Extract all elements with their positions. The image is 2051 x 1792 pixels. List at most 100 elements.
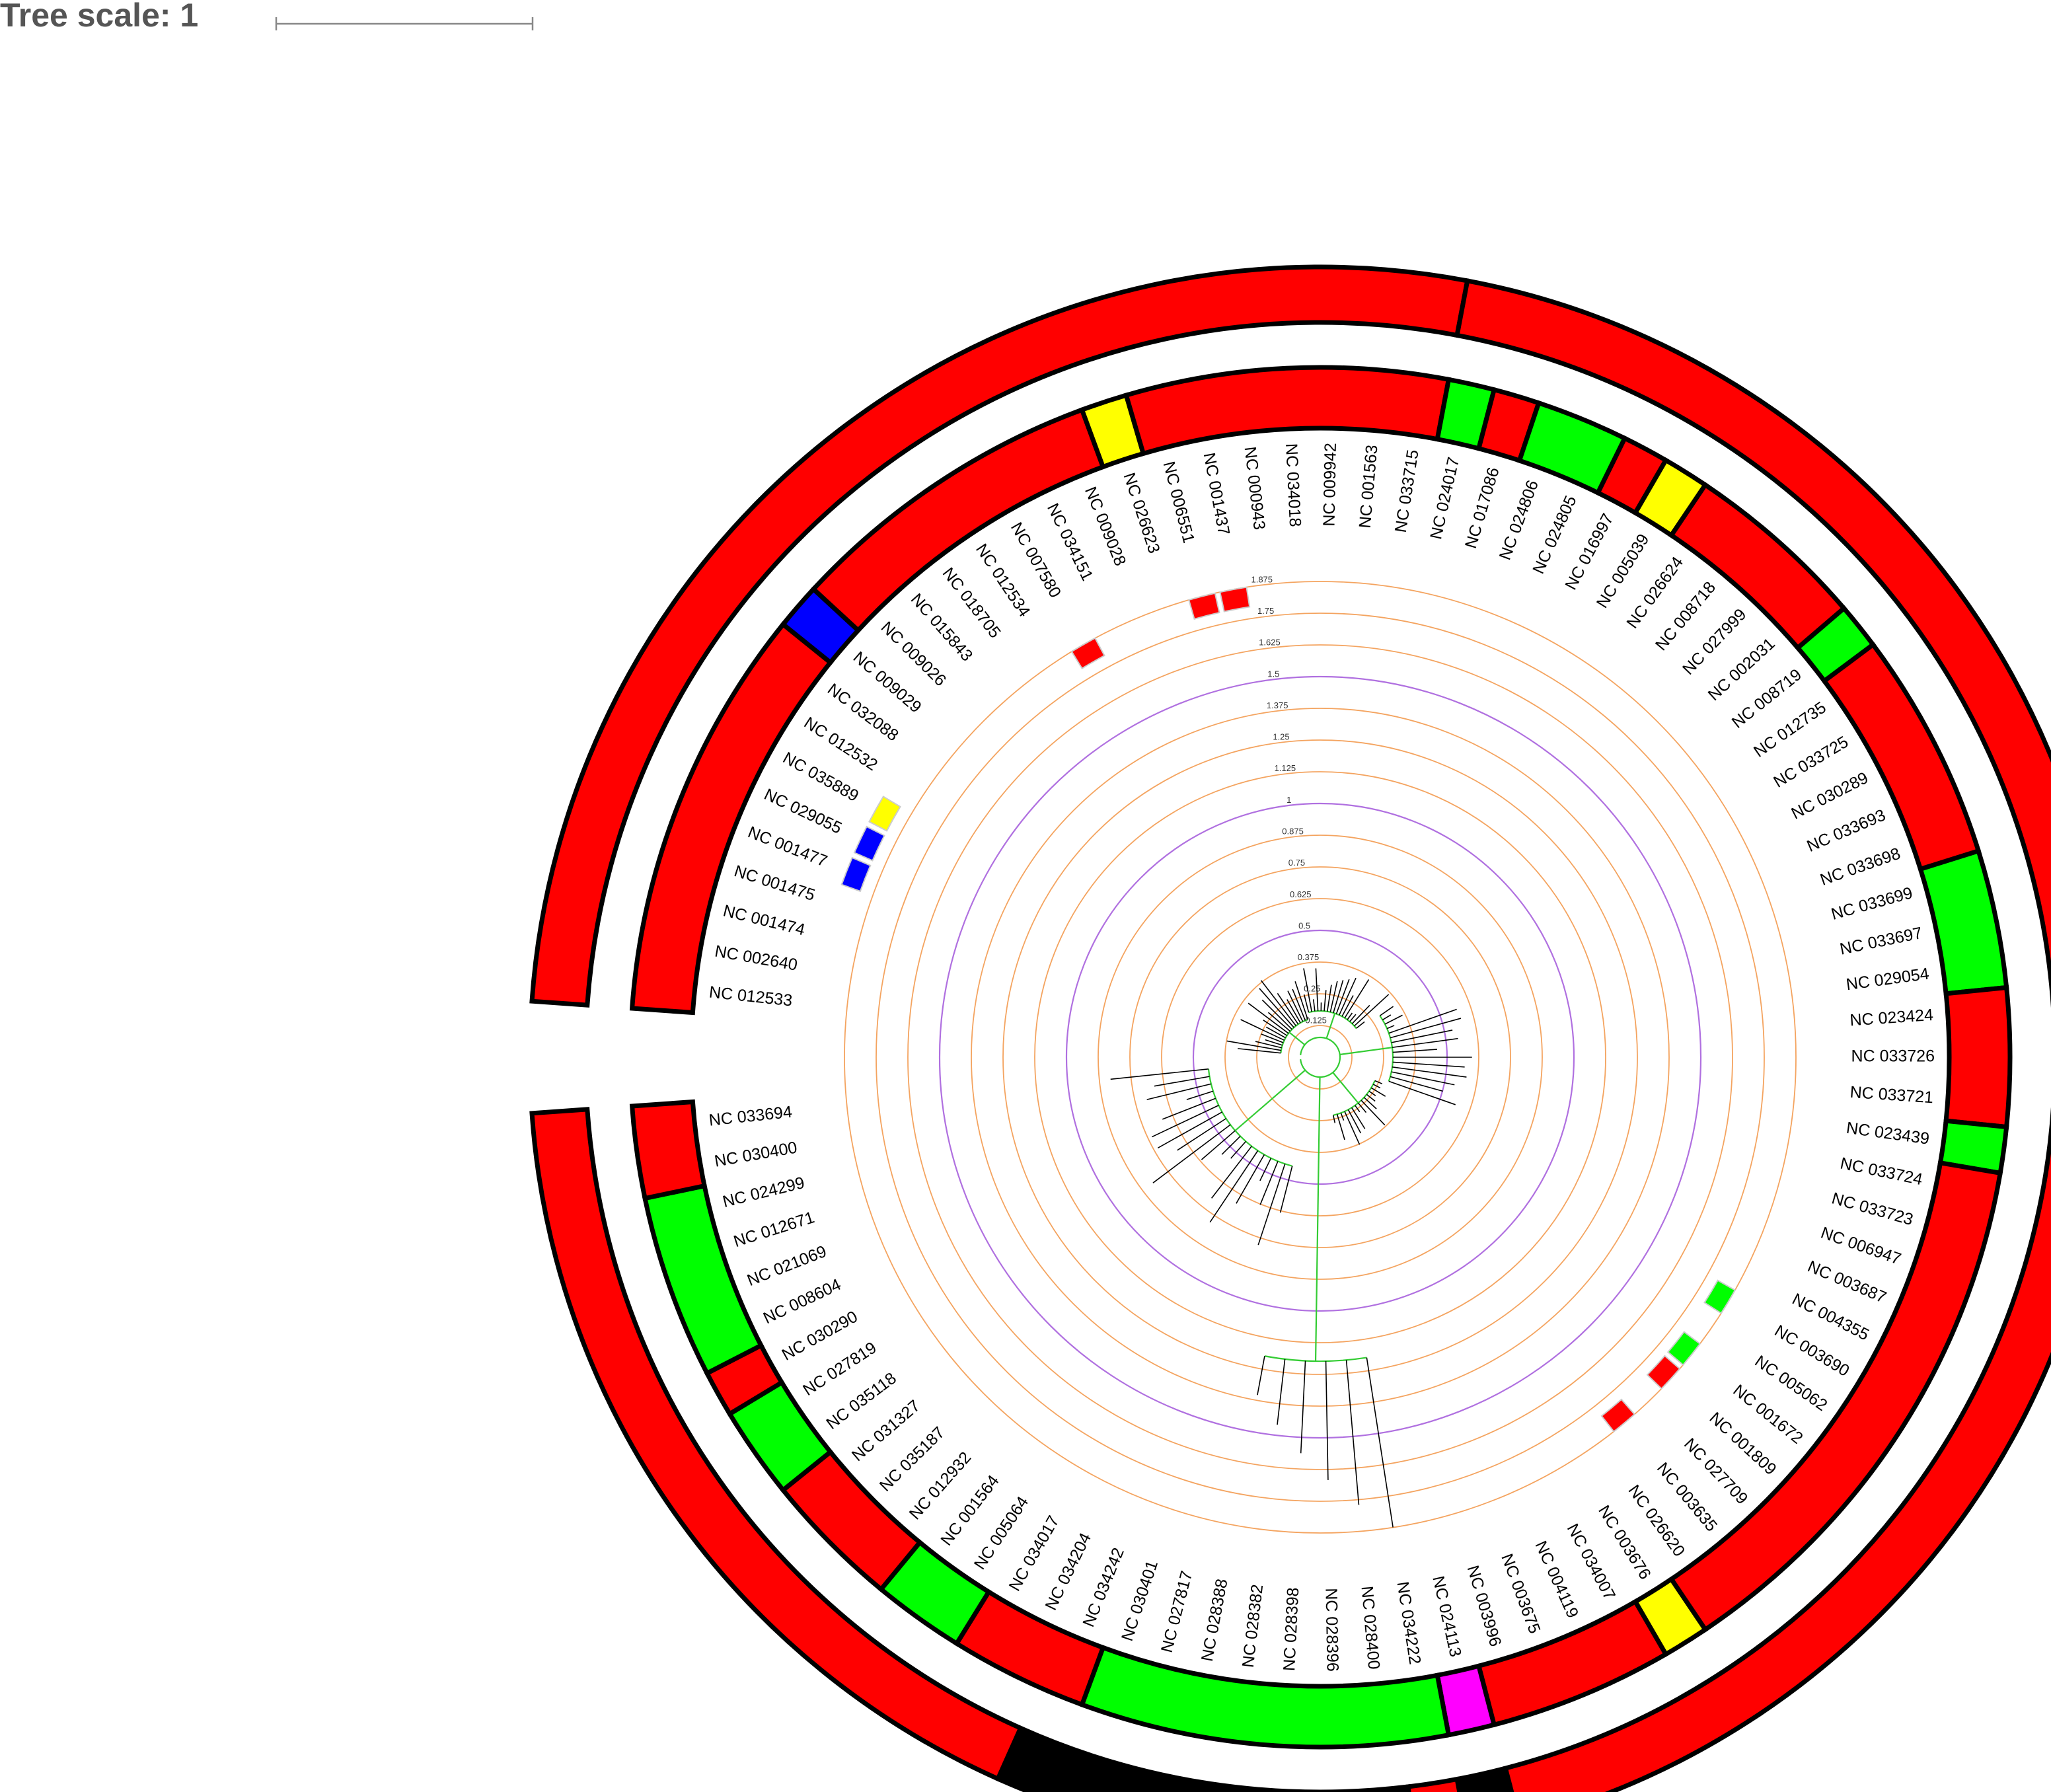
branch-77 <box>1257 1164 1286 1246</box>
leaf-label-nc-030401: NC 030401 <box>1118 1558 1162 1643</box>
leaf-label-nc-033693: NC 033693 <box>1804 805 1888 856</box>
leaf-label-nc-003675: NC 003675 <box>1497 1551 1544 1636</box>
leaf-label-nc-028382: NC 028382 <box>1239 1583 1267 1668</box>
scale-ring-label-4: 0.5 <box>1298 920 1310 930</box>
branch-93 <box>1154 1076 1210 1087</box>
scale-ring-label-1: 0.125 <box>1305 1015 1327 1025</box>
leaf-label-nc-002640: NC 002640 <box>714 942 799 974</box>
branch-8 <box>1265 1026 1287 1039</box>
tree-scale-legend: Tree scale: 1 <box>0 0 534 34</box>
branch-11 <box>1267 1012 1291 1032</box>
scale-ring-label-12: 1.5 <box>1267 669 1279 679</box>
branch-45 <box>1386 1025 1395 1029</box>
leaf-label-nc-033726: NC 033726 <box>1851 1047 1935 1066</box>
branch-16 <box>1287 999 1301 1024</box>
branch-81 <box>1209 1150 1259 1223</box>
branch-99 <box>1325 1361 1329 1480</box>
branch-31 <box>1335 979 1350 1014</box>
scale-ring-9 <box>1034 771 1606 1343</box>
branch-55 <box>1390 1076 1443 1092</box>
branch-90 <box>1162 1098 1216 1120</box>
scale-ring-label-14: 1.75 <box>1257 606 1274 616</box>
leaf-marker-nc-035889 <box>868 796 901 832</box>
branch-27 <box>1324 990 1327 1012</box>
scale-ring-label-5: 0.625 <box>1290 889 1312 899</box>
scale-ring-label-15: 1.875 <box>1251 574 1273 584</box>
branch-19 <box>1294 981 1308 1020</box>
leaf-label-nc-006947: NC 006947 <box>1818 1223 1904 1268</box>
outer-strip-segment-6 <box>529 1107 1024 1782</box>
leaf-label-nc-009028: NC 009028 <box>1081 484 1130 569</box>
inner-strip-segment-21 <box>1079 1644 1452 1750</box>
outer-strip-segment-4 <box>1405 1776 1462 1792</box>
branch-47 <box>1390 1018 1462 1039</box>
scale-ring-label-3: 0.375 <box>1298 952 1320 962</box>
inner-strip-segment-15 <box>1943 985 2013 1130</box>
leaf-label-nc-001563: NC 001563 <box>1356 444 1382 529</box>
branch-70 <box>1344 1111 1361 1145</box>
branch-17 <box>1287 990 1304 1022</box>
branch-92 <box>1146 1083 1212 1100</box>
branch-49 <box>1392 1037 1458 1048</box>
branch-53 <box>1392 1066 1467 1078</box>
inner-strip-segment-19 <box>1475 1598 1669 1728</box>
leaf-label-nc-033694: NC 033694 <box>708 1103 793 1130</box>
leaf-label-nc-001477: NC 001477 <box>745 823 830 870</box>
branch-3 <box>1226 1040 1282 1051</box>
branch-7 <box>1240 1019 1285 1041</box>
branch-94 <box>1110 1068 1209 1080</box>
leaf-label-nc-033721: NC 033721 <box>1849 1083 1934 1107</box>
branch-69 <box>1347 1109 1362 1134</box>
leaf-marker-nc-001809 <box>1646 1355 1681 1390</box>
outer-color-strip <box>529 264 2051 1792</box>
branch-76 <box>1279 1166 1293 1213</box>
leaf-label-nc-024806: NC 024806 <box>1496 478 1542 562</box>
branch-48 <box>1391 1029 1453 1043</box>
scale-ring-labels: 0.1250.250.3750.50.6250.750.87511.1251.2… <box>1251 574 1326 1025</box>
branch-80 <box>1236 1154 1265 1204</box>
outer-strip-segment-2 <box>1454 278 2051 1792</box>
leaf-label-nc-024113: NC 024113 <box>1429 1574 1465 1659</box>
scale-ring-label-13: 1.625 <box>1259 638 1281 648</box>
leaf-label-nc-033715: NC 033715 <box>1392 449 1423 534</box>
branch-32 <box>1339 977 1357 1016</box>
scale-ring-7 <box>1098 835 1543 1280</box>
branch-52 <box>1392 1061 1465 1068</box>
branch-34 <box>1344 979 1370 1019</box>
branch-44 <box>1384 1014 1403 1025</box>
leaf-marker-nc-006551 <box>1188 592 1220 620</box>
leaf-marker-nc-003690 <box>1703 1279 1736 1314</box>
leaf-label-nc-023439: NC 023439 <box>1846 1119 1931 1148</box>
branch-24 <box>1312 999 1316 1012</box>
leaf-label-nc-034242: NC 034242 <box>1079 1546 1128 1630</box>
scale-ring-label-10: 1.25 <box>1273 732 1289 742</box>
branch-68 <box>1351 1107 1366 1129</box>
branch-28 <box>1326 985 1332 1012</box>
inner-strip-segment-28 <box>629 1099 708 1201</box>
tree-branches <box>1110 968 1472 1528</box>
leaf-label-nc-001475: NC 001475 <box>732 862 817 905</box>
inner-color-strip <box>629 365 2013 1750</box>
scale-rings <box>844 581 1797 1534</box>
branch-4 <box>1255 1041 1282 1049</box>
branch-87 <box>1177 1118 1226 1151</box>
branch-13 <box>1259 988 1294 1028</box>
branch-10 <box>1248 1002 1289 1034</box>
branch-67 <box>1355 1105 1361 1113</box>
scale-ring-11 <box>971 708 1670 1407</box>
leaf-label-nc-006551: NC 006551 <box>1160 459 1199 544</box>
branch-74 <box>1332 1072 1359 1103</box>
branch-73 <box>1332 1115 1336 1123</box>
branch-95 <box>1234 1069 1306 1131</box>
scale-ring-label-11: 1.375 <box>1267 700 1288 710</box>
scale-ring-label-9: 1.125 <box>1275 763 1296 773</box>
branch-35 <box>1347 1012 1353 1020</box>
leaf-label-nc-033723: NC 033723 <box>1830 1189 1915 1229</box>
branch-43 <box>1382 1014 1392 1021</box>
leaf-markers <box>840 586 1736 1433</box>
leaf-marker-nc-001437 <box>1219 586 1251 613</box>
branch-22 <box>1303 994 1310 1013</box>
branch-63 <box>1366 1094 1376 1102</box>
branch-15 <box>1277 992 1299 1025</box>
